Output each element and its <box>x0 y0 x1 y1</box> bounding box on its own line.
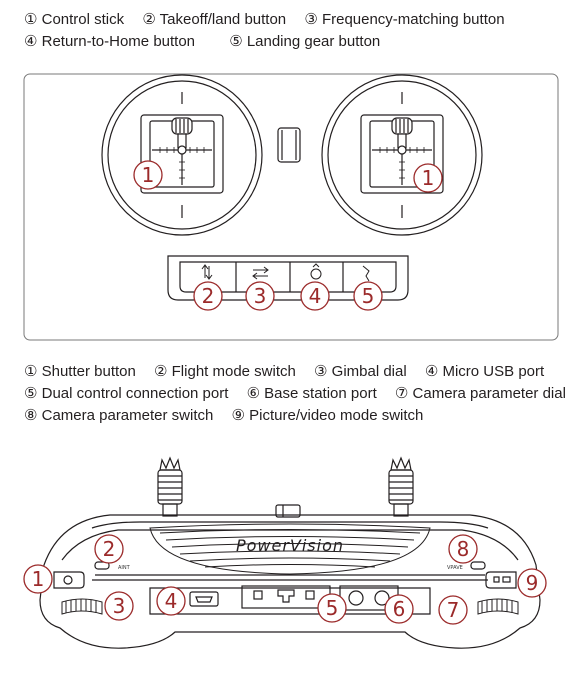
legend-item: ② Flight mode switch <box>154 363 296 380</box>
grooved-top <box>149 523 431 575</box>
right-antenna <box>388 456 414 517</box>
legend-row: ⑤ Dual control connection port ⑥ Base st… <box>24 383 580 405</box>
callout-2: 2 <box>193 281 223 311</box>
callout-number: 1 <box>32 567 45 591</box>
callout-number: 3 <box>113 594 126 618</box>
micro-usb-port <box>189 591 219 607</box>
left-antenna <box>157 456 183 517</box>
dual-control-port <box>241 585 331 609</box>
callout-5: 5 <box>353 281 383 311</box>
callout-b2: 2 <box>94 534 124 564</box>
front-panel-diagram <box>23 73 559 341</box>
callout-number: 2 <box>202 284 215 308</box>
callout-number: 1 <box>422 166 435 190</box>
legend-item: ④ Micro USB port <box>424 363 545 380</box>
callout-b9: 9 <box>517 568 547 598</box>
callout-number: 6 <box>393 597 406 621</box>
callout-b1: 1 <box>23 564 53 594</box>
bottom-callouts: 1 2 3 4 5 6 7 8 <box>23 534 547 625</box>
camera-parameter-switch <box>470 561 486 570</box>
center-switch <box>277 127 301 163</box>
legend-bottom: ① Shutter button ② Flight mode switch ③ … <box>24 361 580 427</box>
callout-b3: 3 <box>104 591 134 621</box>
callout-number: 5 <box>362 284 375 308</box>
callout-b5: 5 <box>317 593 347 623</box>
callout-b8: 8 <box>448 534 478 564</box>
callout-number: 2 <box>103 537 116 561</box>
callout-1-left: 1 <box>133 160 163 190</box>
mini-label-left: AINT <box>118 565 131 571</box>
takeoff-land-icon <box>201 264 213 280</box>
legend-top: ① Control stick ② Takeoff/land button ③ … <box>24 9 519 53</box>
right-stick-assembly <box>321 74 483 236</box>
callout-b4: 4 <box>156 586 186 616</box>
return-home-icon <box>310 263 322 280</box>
button-bar <box>167 255 409 301</box>
gimbal-dial <box>61 598 103 615</box>
frequency-icon <box>252 266 269 280</box>
left-stick-assembly <box>101 74 263 236</box>
flight-mode-switch <box>94 561 110 570</box>
hinge-tab <box>275 504 301 518</box>
callout-b6: 6 <box>384 594 414 624</box>
shutter-button <box>53 571 85 589</box>
legend-item: ⑥ Base station port <box>246 385 377 402</box>
legend-item: ⑤ Dual control connection port <box>24 385 229 402</box>
legend-row: ① Shutter button ② Flight mode switch ③ … <box>24 361 580 383</box>
legend-item: ① Shutter button <box>24 363 136 380</box>
picture-video-switch <box>485 571 517 589</box>
callout-1-right: 1 <box>413 163 443 193</box>
rear-view-diagram <box>39 456 541 649</box>
legend-row: ④ Return-to-Home button ⑤ Landing gear b… <box>24 31 519 53</box>
callout-number: 9 <box>526 571 539 595</box>
callout-number: 1 <box>142 163 155 187</box>
landing-gear-icon <box>362 265 370 282</box>
callout-b7: 7 <box>438 595 468 625</box>
callout-3: 3 <box>245 281 275 311</box>
legend-item: ④ Return-to-Home button <box>24 33 196 50</box>
callout-4: 4 <box>300 281 330 311</box>
legend-item: ① Control stick <box>24 11 125 28</box>
callout-number: 8 <box>457 537 470 561</box>
top-callouts: 1 1 2 3 4 5 <box>133 160 443 311</box>
legend-item: ⑦ Camera parameter dial <box>394 385 566 402</box>
callout-number: 5 <box>326 596 339 620</box>
legend-item: ⑨ Picture/video mode switch <box>231 407 424 424</box>
callout-number: 3 <box>254 284 267 308</box>
body-shell <box>39 514 541 649</box>
callout-number: 7 <box>447 598 460 622</box>
callout-number: 4 <box>309 284 322 308</box>
brand-logo: PowerVision <box>236 536 344 555</box>
legend-item: ⑧ Camera parameter switch <box>24 407 214 424</box>
panel-frame <box>23 73 559 341</box>
legend-item: ⑤ Landing gear button <box>229 33 381 50</box>
legend-row: ⑧ Camera parameter switch ⑨ Picture/vide… <box>24 405 580 427</box>
legend-item: ③ Frequency-matching button <box>304 11 505 28</box>
legend-item: ③ Gimbal dial <box>314 363 407 380</box>
mini-label-right: VPAVE <box>447 565 463 571</box>
camera-parameter-dial <box>477 598 519 615</box>
legend-item: ② Takeoff/land button <box>142 11 287 28</box>
callout-number: 4 <box>165 589 178 613</box>
legend-row: ① Control stick ② Takeoff/land button ③ … <box>24 9 519 31</box>
